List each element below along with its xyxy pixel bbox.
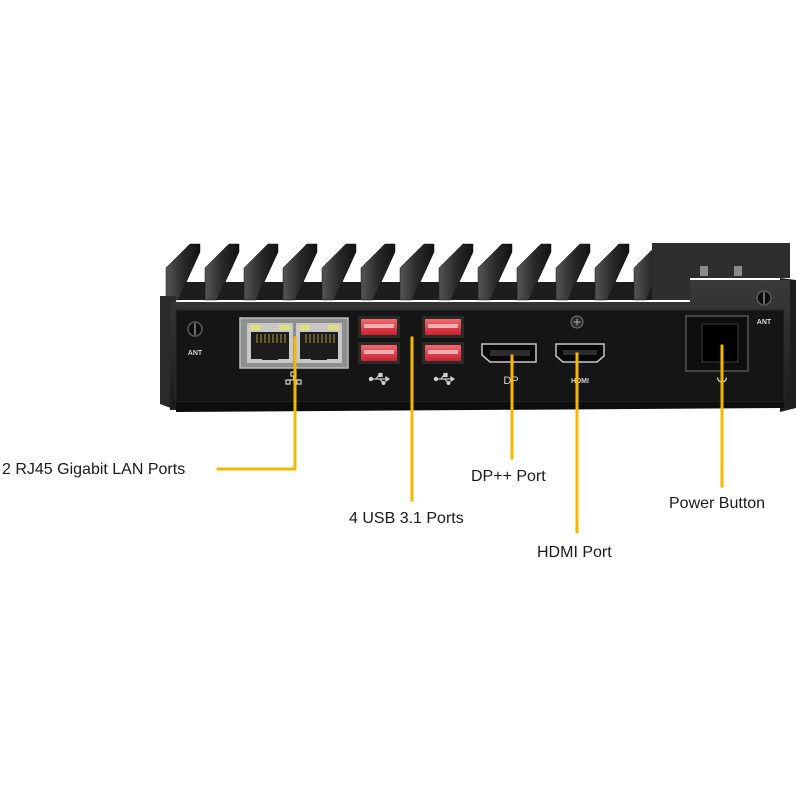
callout-hdmi: HDMI Port [537, 544, 612, 561]
heatsink-fin [165, 243, 201, 301]
top-housing-block [652, 243, 790, 300]
heatsink-fin [321, 243, 357, 301]
usb-port-3 [422, 316, 464, 338]
heatsink [165, 243, 790, 301]
leader-line-lan [216, 336, 297, 471]
screw-icon [570, 315, 584, 329]
antenna-connector-right: ANT [756, 290, 772, 326]
hdmi-label: HDMI [571, 378, 589, 385]
power-button[interactable] [685, 315, 749, 383]
usb-port-1 [358, 316, 400, 338]
ant-right-label: ANT [757, 319, 772, 326]
usb-port-2 [358, 342, 400, 364]
heatsink-fin [399, 243, 435, 301]
heatsink-fin [282, 243, 318, 301]
ant-left-label: ANT [188, 350, 203, 357]
usb-ports [358, 316, 464, 386]
usb-icon [368, 372, 391, 386]
callout-power: Power Button [669, 495, 766, 512]
heatsink-fin [555, 243, 591, 301]
rj45-port-1 [247, 323, 293, 363]
callout-usb: 4 USB 3.1 Ports [349, 510, 464, 527]
callout-lines [216, 336, 724, 534]
hdmi-port: HDMI [555, 343, 605, 385]
heatsink-fin [438, 243, 474, 301]
heatsink-fin [477, 243, 513, 301]
usb-port-4 [422, 342, 464, 364]
antenna-connector-left: ANT [187, 321, 203, 357]
callout-lan: 2 RJ45 Gigabit LAN Ports [2, 461, 186, 478]
heatsink-fin [594, 243, 630, 301]
callout-dp: DP++ Port [471, 468, 546, 485]
heatsink-fin [204, 243, 240, 301]
rj45-port-2 [296, 323, 342, 363]
usb-icon [433, 372, 456, 386]
heatsink-fin [243, 243, 279, 301]
heatsink-fin [516, 243, 552, 301]
heatsink-fin [360, 243, 396, 301]
